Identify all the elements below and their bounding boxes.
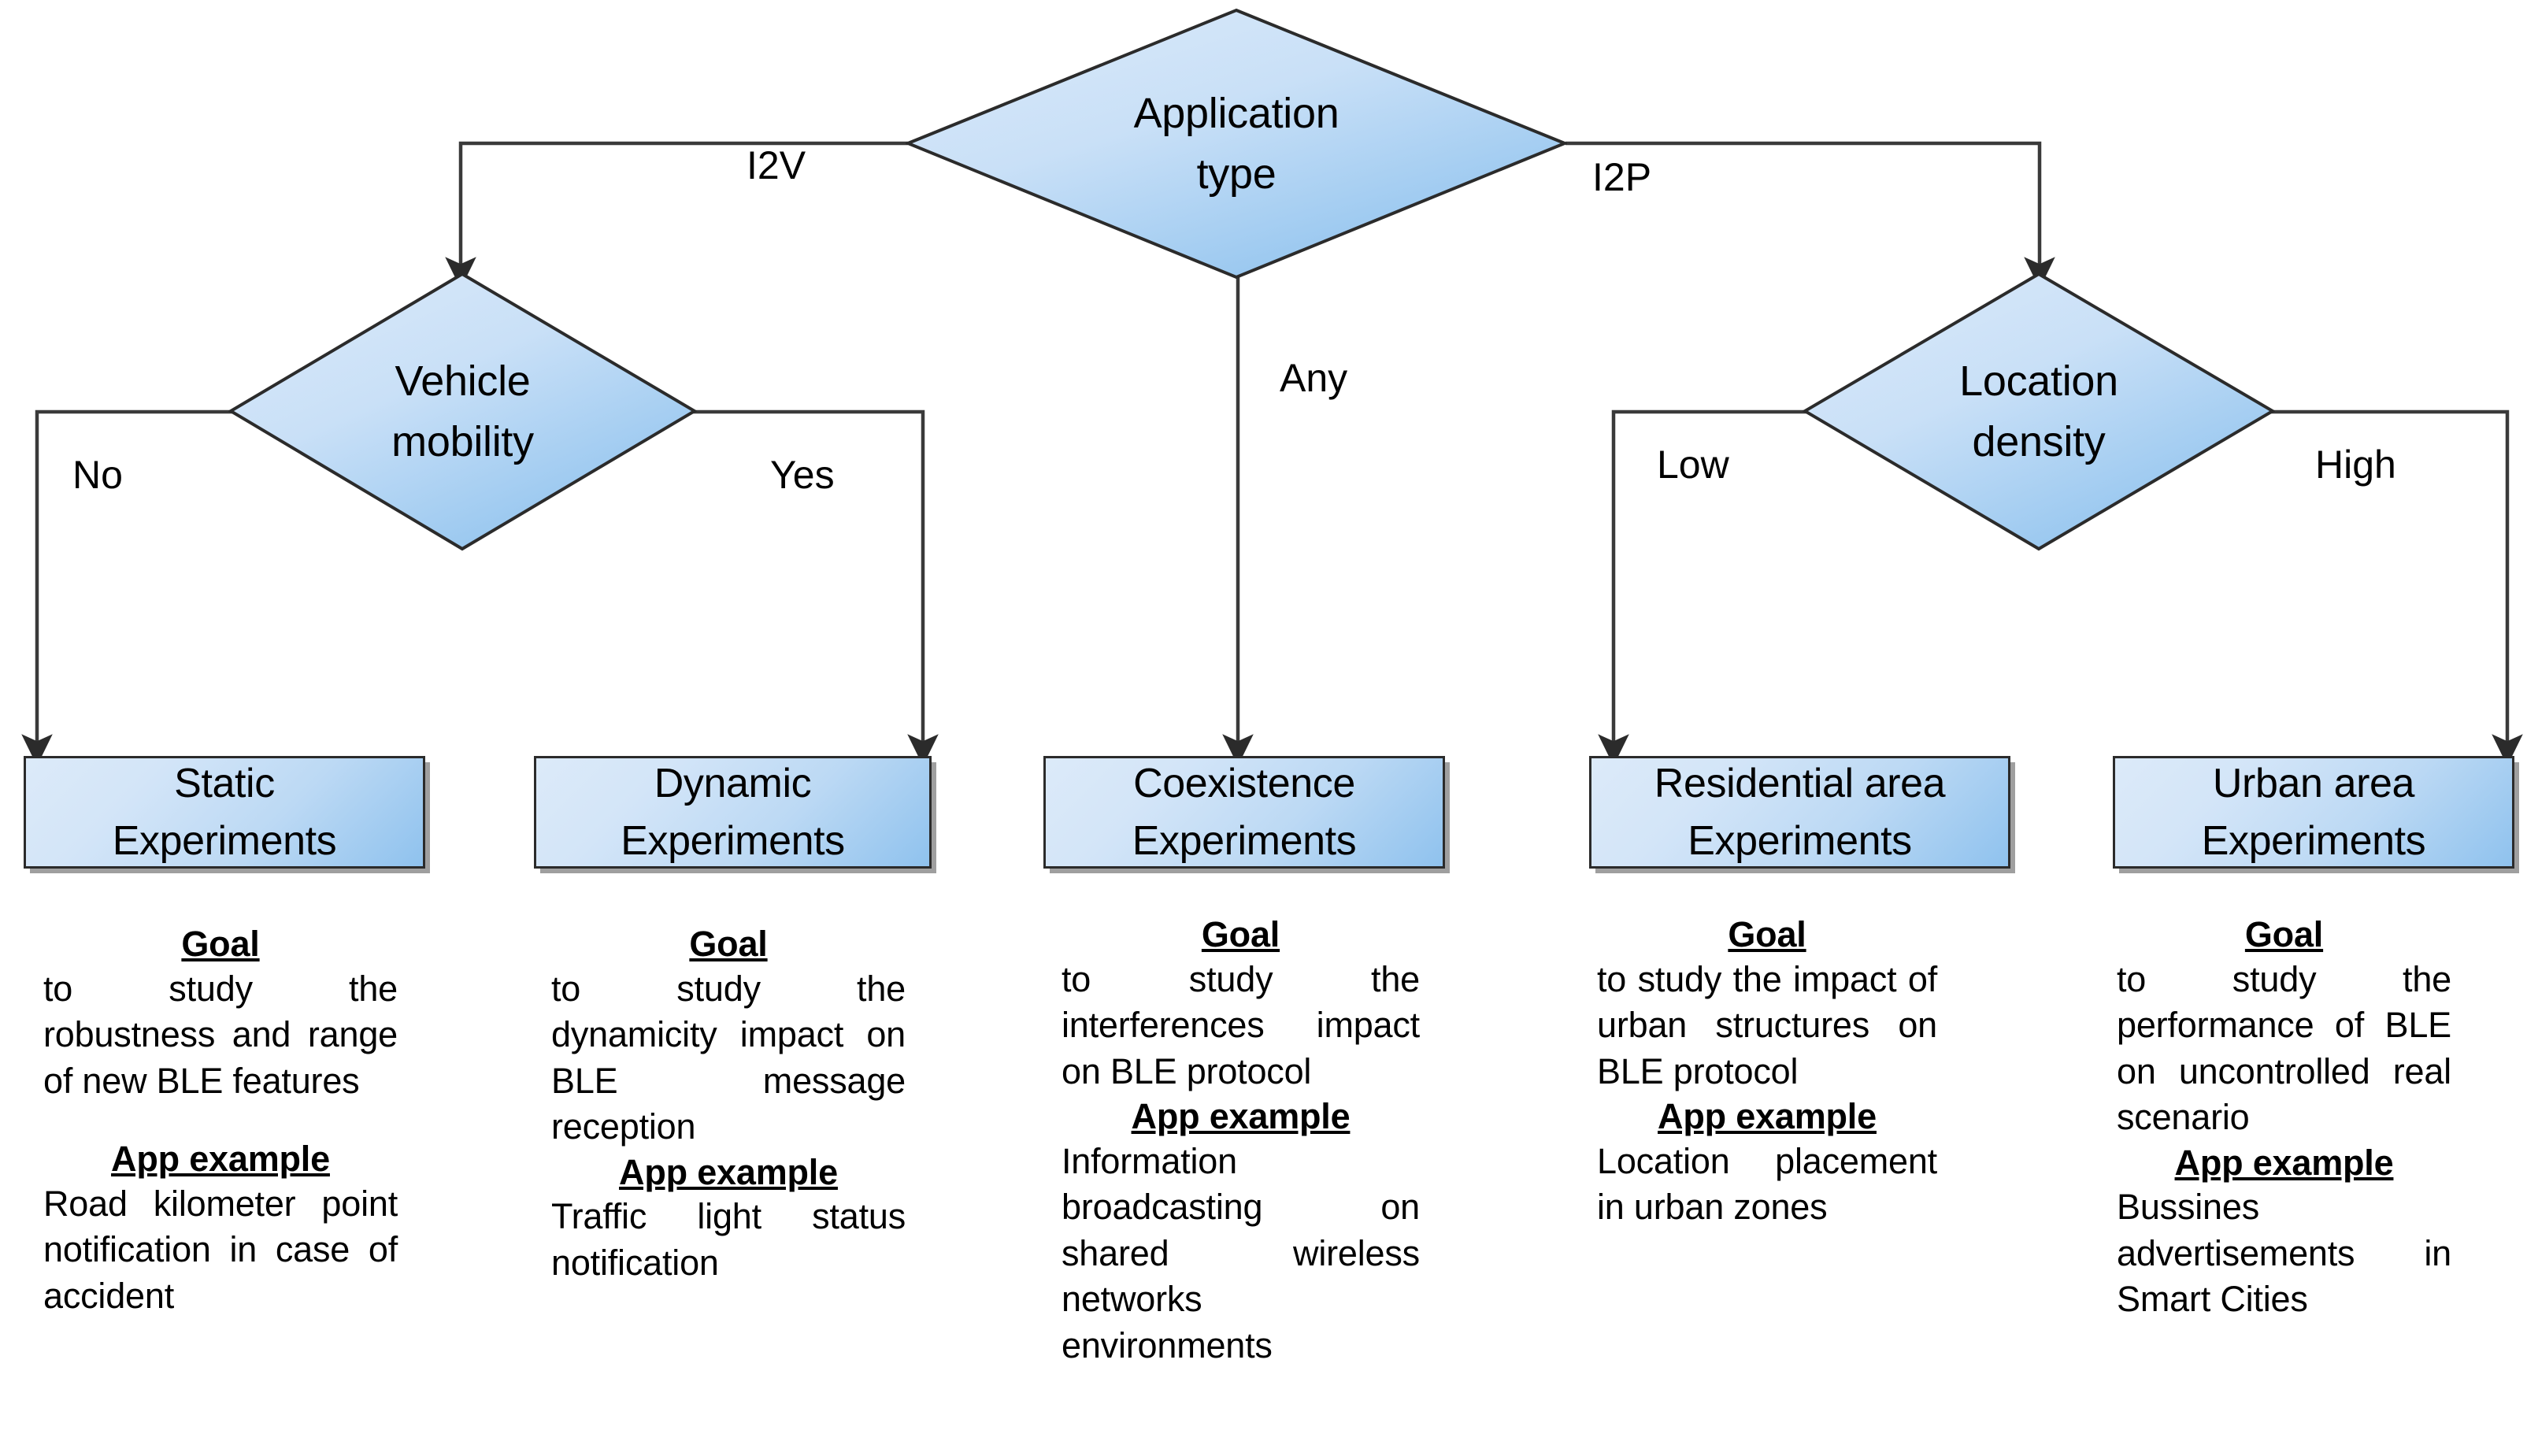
app-example-text: Traffic light status notification	[551, 1196, 906, 1283]
edge-label-i2p: I2P	[1592, 155, 1652, 199]
goal-text: to study the dynamicity impact on BLE me…	[551, 968, 906, 1147]
diamond-shape	[228, 272, 697, 551]
app-example-text: Information broadcasting on shared wirel…	[1062, 1140, 1420, 1365]
terminal-label: Coexistence Experiments	[1132, 760, 1357, 864]
goal-heading: Goal	[2244, 914, 2324, 954]
terminal-label: Residential area Experiments	[1654, 760, 1946, 864]
terminal-label: Static Experiments	[112, 760, 337, 864]
diamond-shape	[1803, 272, 2275, 551]
terminal-box-coexistence[interactable]: Coexistence Experiments	[1043, 756, 1445, 869]
goal-text: to study the robustness and range of new…	[43, 968, 398, 1101]
decision-label: Application type	[1133, 89, 1339, 198]
decision-application-type[interactable]: Application type	[906, 8, 1567, 280]
app-example-heading: App example	[111, 1139, 330, 1180]
description-dynamic: Goal to study the dynamicity impact on B…	[551, 925, 906, 1286]
edge-no	[21, 409, 232, 766]
diamond-shape	[906, 8, 1567, 280]
app-example-text: Road kilometer point notification in cas…	[43, 1183, 398, 1316]
edge-label-no: No	[72, 453, 123, 497]
decision-label: Vehicle mobility	[391, 357, 534, 465]
goal-text: to study the impact of urban structures …	[1597, 958, 1937, 1091]
terminal-box-urban[interactable]: Urban area Experiments	[2113, 756, 2514, 869]
terminal-box-static[interactable]: Static Experiments	[24, 756, 425, 869]
edge-label-any: Any	[1280, 356, 1348, 400]
spacer	[43, 1104, 398, 1140]
terminal-box-dynamic[interactable]: Dynamic Experiments	[534, 756, 932, 869]
description-urban: Goal to study the performance of BLE on …	[2117, 916, 2451, 1323]
app-example-text: Location placement in urban zones	[1597, 1140, 1937, 1228]
goal-heading: Goal	[1201, 914, 1280, 954]
terminal-label: Urban area Experiments	[2201, 760, 2426, 864]
decision-location-density[interactable]: Location density	[1803, 272, 2275, 551]
terminal-label: Dynamic Experiments	[621, 760, 845, 864]
goal-heading: Goal	[1728, 914, 1806, 954]
app-example-heading: App example	[1131, 1096, 1351, 1137]
goal-heading: Goal	[689, 924, 768, 964]
edge-label-i2v: I2V	[747, 143, 806, 187]
app-example-heading: App example	[1658, 1096, 1877, 1137]
description-residential: Goal to study the impact of urban struct…	[1597, 916, 1937, 1231]
goal-heading: Goal	[181, 924, 260, 964]
edge-label-high: High	[2315, 443, 2396, 487]
goal-text: to study the performance of BLE on uncon…	[2117, 958, 2451, 1138]
app-example-text: Bussines advertisements in Smart Cities	[2117, 1187, 2451, 1320]
edge-label-yes: Yes	[770, 453, 835, 497]
description-coexistence: Goal to study the interferences impact o…	[1062, 916, 1420, 1369]
edge-label-low: Low	[1657, 443, 1729, 487]
decision-vehicle-mobility[interactable]: Vehicle mobility	[228, 272, 697, 551]
app-example-heading: App example	[619, 1151, 838, 1192]
description-static: Goal to study the robustness and range o…	[43, 925, 398, 1319]
decision-label: Location density	[1959, 357, 2118, 465]
edge-i2v	[445, 141, 908, 289]
goal-text: to study the interferences impact on BLE…	[1062, 958, 1420, 1091]
terminal-box-residential[interactable]: Residential area Experiments	[1589, 756, 2010, 869]
app-example-heading: App example	[2174, 1142, 2394, 1183]
